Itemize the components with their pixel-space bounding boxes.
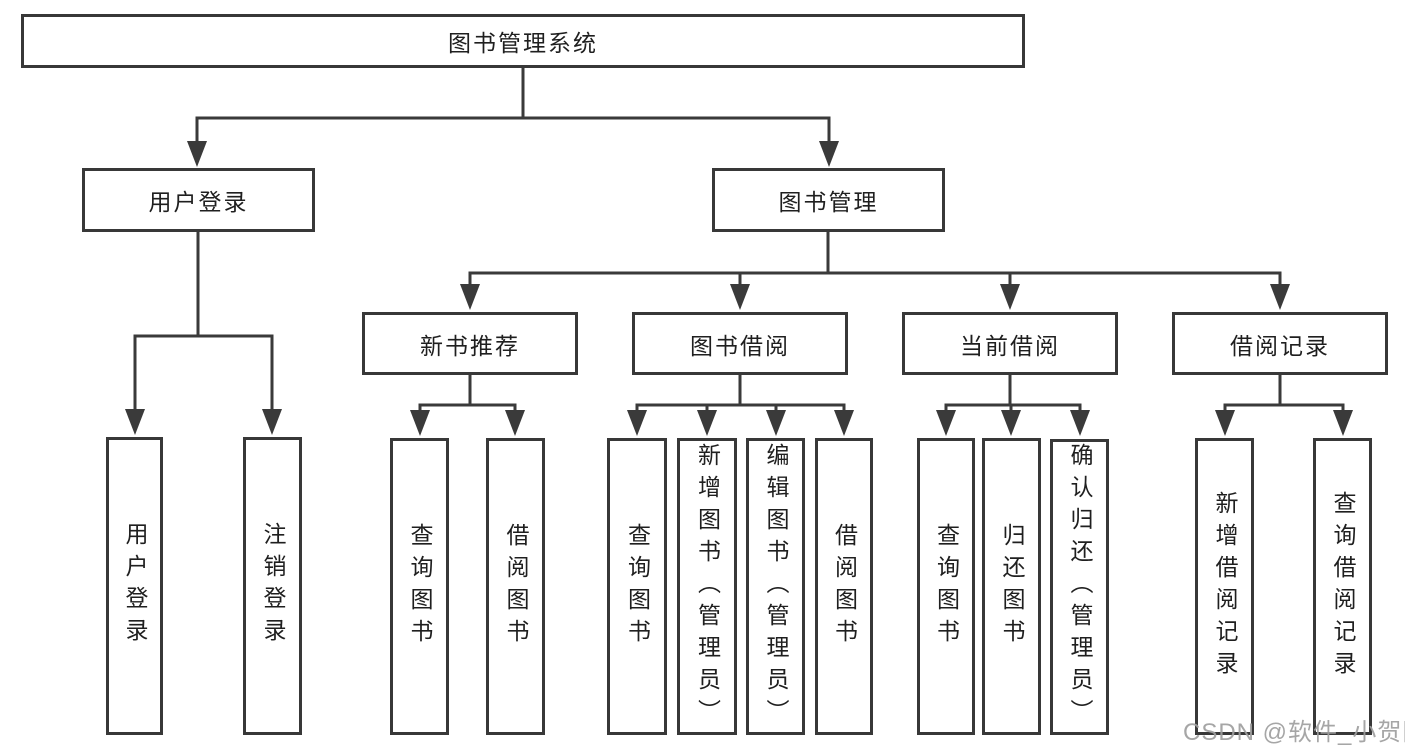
- arrow-down-icon: [697, 410, 717, 436]
- node-label: 编辑图书（管理员）: [763, 442, 789, 731]
- arrow-down-icon: [1001, 410, 1021, 436]
- arrow-down-icon: [1270, 284, 1290, 310]
- node-leaf-logout: 注销登录: [243, 437, 302, 735]
- connector-userlogin-to-leaves: [133, 232, 274, 411]
- arrow-down-icon: [1000, 284, 1020, 310]
- connector-borrowrecords-to-leaves: [1223, 375, 1345, 413]
- node-new-book-recommend: 新书推荐: [362, 312, 578, 375]
- node-leaf-return-books: 归还图书: [982, 438, 1041, 735]
- arrow-down-icon: [730, 284, 750, 310]
- node-label: 图书借阅: [690, 332, 790, 359]
- arrow-down-icon: [187, 141, 207, 167]
- arrow-down-icon: [834, 410, 854, 436]
- node-label: 新增图书（管理员）: [694, 442, 721, 731]
- node-book-borrowing: 图书借阅: [632, 312, 848, 375]
- node-label: 查询图书: [407, 522, 433, 651]
- node-book-management-branch: 图书管理: [712, 168, 945, 232]
- node-leaf-add-borrow-record: 新增借阅记录: [1195, 438, 1254, 735]
- node-label: 用户登录: [148, 189, 249, 215]
- node-label: 注销登录: [260, 522, 286, 650]
- csdn-watermark: CSDN @软件_小贺同学: [1183, 719, 1405, 746]
- node-label: 借阅图书: [503, 522, 529, 651]
- connector-bookmgmt-to-level3: [468, 232, 1282, 287]
- arrow-down-icon: [262, 409, 282, 435]
- node-leaf-query-books-1: 查询图书: [390, 438, 449, 735]
- arrow-down-icon: [1070, 410, 1090, 436]
- node-leaf-query-books-3: 查询图书: [917, 438, 975, 735]
- arrow-down-icon: [410, 410, 430, 436]
- connector-bookborrow-to-leaves: [635, 375, 846, 413]
- arrow-down-icon: [627, 410, 647, 436]
- node-label: 新增借阅记录: [1212, 490, 1238, 683]
- connector-newbookrec-to-leaves: [418, 375, 517, 413]
- node-leaf-user-login: 用户登录: [106, 437, 163, 735]
- node-leaf-borrow-books-1: 借阅图书: [486, 438, 545, 735]
- arrow-down-icon: [460, 284, 480, 310]
- node-label: 当前借阅: [960, 332, 1060, 359]
- node-root-system: 图书管理系统: [21, 14, 1025, 68]
- arrow-down-icon: [505, 410, 525, 436]
- node-leaf-confirm-return-admin: 确认归还（管理员）: [1050, 439, 1109, 735]
- node-leaf-query-borrow-record: 查询借阅记录: [1313, 438, 1372, 735]
- node-label: 查询图书: [933, 522, 960, 651]
- node-label: 借阅记录: [1230, 332, 1330, 359]
- node-label: 确认归还（管理员）: [1067, 443, 1093, 731]
- node-label: 图书管理: [778, 189, 879, 215]
- node-leaf-borrow-books-2: 借阅图书: [815, 438, 873, 735]
- node-leaf-edit-books-admin: 编辑图书（管理员）: [746, 438, 805, 735]
- arrow-down-icon: [819, 141, 839, 167]
- connector-root-to-level2: [195, 68, 831, 143]
- arrow-down-icon: [1215, 410, 1235, 436]
- node-user-login-branch: 用户登录: [82, 168, 315, 232]
- node-label: 图书管理系统: [448, 30, 598, 56]
- node-label: 查询借阅记录: [1330, 490, 1356, 683]
- arrow-down-icon: [766, 410, 786, 436]
- connector-currentborrow-to-leaves: [944, 375, 1082, 413]
- node-label: 用户登录: [122, 522, 148, 650]
- node-label: 新书推荐: [420, 332, 520, 359]
- node-leaf-query-books-2: 查询图书: [607, 438, 667, 735]
- node-borrowing-records: 借阅记录: [1172, 312, 1388, 375]
- node-leaf-add-books-admin: 新增图书（管理员）: [677, 438, 737, 735]
- node-label: 查询图书: [624, 522, 651, 651]
- arrow-down-icon: [125, 409, 145, 435]
- node-label: 借阅图书: [831, 522, 858, 651]
- arrow-down-icon: [936, 410, 956, 436]
- node-current-borrowing: 当前借阅: [902, 312, 1118, 375]
- node-label: 归还图书: [999, 522, 1025, 651]
- arrow-down-icon: [1333, 410, 1353, 436]
